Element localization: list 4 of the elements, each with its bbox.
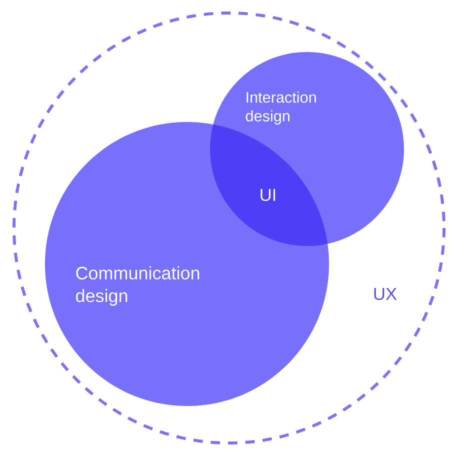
- circle-label: Interaction design: [246, 92, 316, 124]
- circle-label: UX: [374, 288, 397, 300]
- circle-label: Communication design: [76, 266, 200, 306]
- region-label: UI: [260, 188, 276, 202]
